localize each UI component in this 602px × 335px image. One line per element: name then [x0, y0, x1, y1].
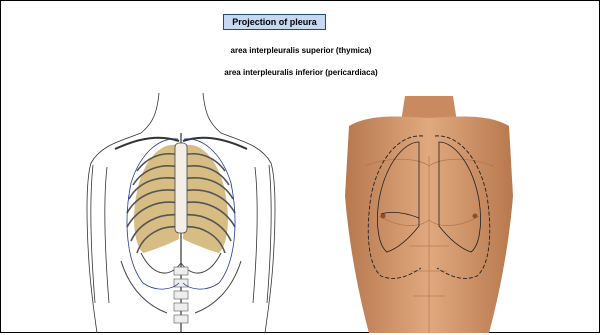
slide-title: Projection of pleura [223, 14, 326, 30]
label-area-inferior: area interpleuralis inferior (pericardia… [1, 68, 601, 77]
thoracic-skeleton-illustration [81, 93, 281, 333]
torso-photo-with-pleura-outline [339, 96, 519, 333]
label-area-superior: area interpleuralis superior (thymica) [1, 46, 601, 55]
